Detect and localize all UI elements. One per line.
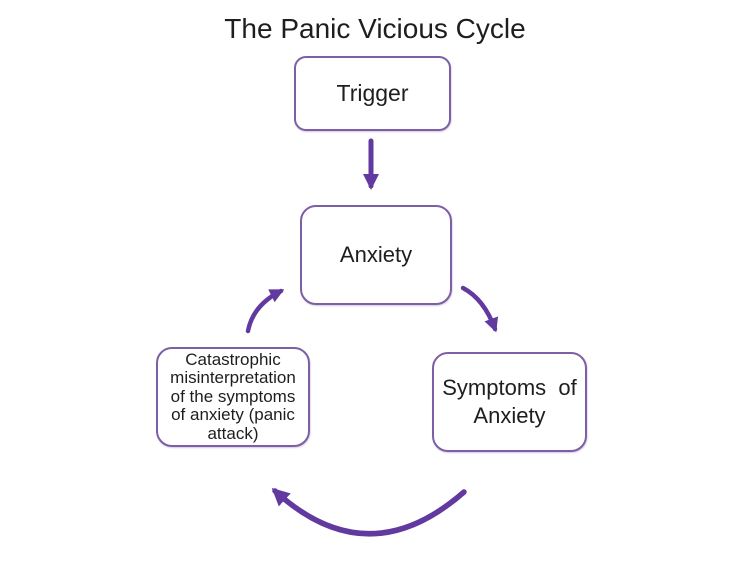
node-catastrophic-label-line-4: of anxiety (panic [171, 405, 295, 425]
node-catastrophic: Catastrophic misinterpretation of the sy… [156, 347, 310, 447]
node-catastrophic-label-line-1: Catastrophic [185, 349, 281, 369]
node-anxiety: Anxiety [300, 205, 452, 305]
arrow-anxiety-to-symptoms [460, 285, 499, 333]
node-anxiety-label: Anxiety [339, 242, 413, 267]
node-trigger-label: Trigger [336, 80, 409, 106]
page-title: The Panic Vicious Cycle [224, 13, 526, 44]
node-catastrophic-label: Catastrophic misinterpretation of the sy… [170, 349, 296, 444]
node-symptoms-label-line-1: Symptoms of [442, 374, 577, 400]
node-symptoms-label-line-2: Anxiety [473, 403, 546, 428]
node-symptoms: Symptoms of Anxiety [432, 352, 587, 452]
node-trigger: Trigger [294, 56, 451, 131]
arrow-symptoms-to-catastrophic [271, 488, 467, 537]
node-catastrophic-label-line-3: of the symptoms [170, 386, 296, 406]
node-catastrophic-label-line-5: attack) [207, 423, 259, 443]
arrow-catastrophic-to-anxiety [245, 288, 285, 334]
node-symptoms-label: Symptoms of Anxiety [442, 374, 576, 430]
node-catastrophic-label-line-2: misinterpretation [170, 368, 296, 388]
